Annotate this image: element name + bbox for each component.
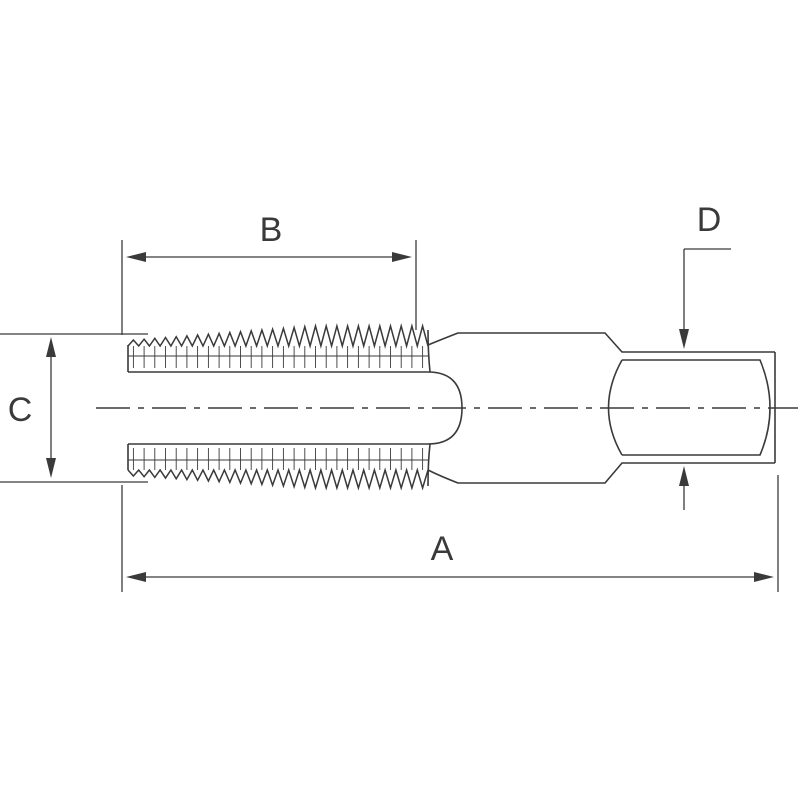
- dim-a-label: A: [431, 530, 454, 568]
- dim-b-label: B: [260, 211, 283, 249]
- thread-lower-profile: [127, 467, 429, 491]
- thread-upper-profile: [127, 323, 429, 349]
- neck-fillet-lower: [427, 443, 431, 487]
- dim-c-arrow-bottom: [46, 458, 56, 478]
- thread-upper: [127, 323, 429, 368]
- dim-c-arrow-top: [46, 337, 56, 357]
- dimension-a: A: [121, 475, 779, 592]
- dim-d-arrow-top: [679, 329, 689, 349]
- dim-a-arrow-right: [754, 572, 774, 582]
- shank-lower-outline: [427, 462, 775, 484]
- dimension-c: C: [0, 333, 148, 483]
- dim-c-label: C: [8, 391, 33, 429]
- dim-d-label: D: [697, 201, 722, 239]
- thread-lower: [127, 448, 429, 491]
- dim-a-arrow-left: [126, 572, 146, 582]
- dimension-d: D: [679, 201, 731, 510]
- dim-b-arrow-left: [126, 252, 146, 262]
- dimension-b: B: [121, 211, 417, 335]
- neck-fillet-upper: [427, 329, 431, 373]
- dim-d-arrow-bottom: [679, 466, 689, 486]
- dim-b-arrow-right: [392, 252, 412, 262]
- shank-upper-outline: [427, 332, 775, 353]
